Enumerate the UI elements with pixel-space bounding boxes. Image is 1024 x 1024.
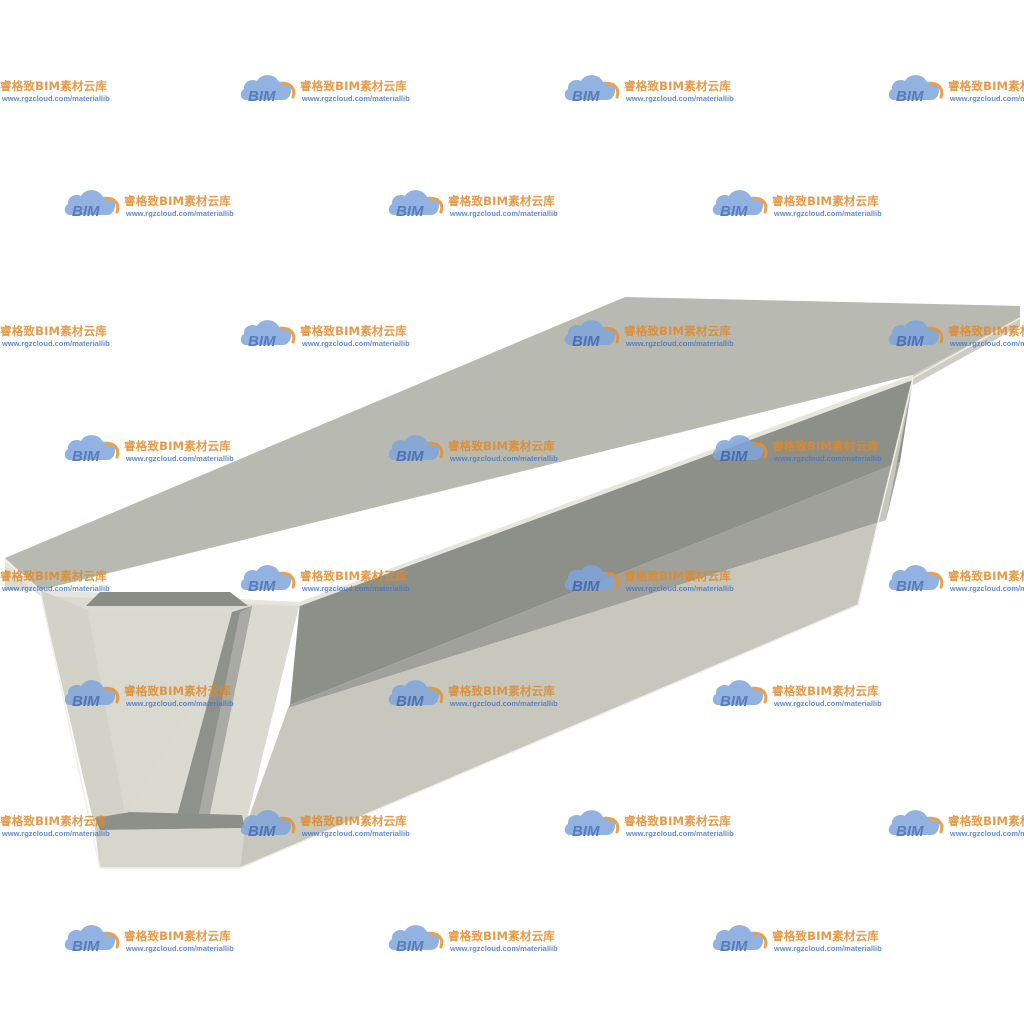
deck-edge-strip — [913, 318, 1020, 385]
section-diagonal-web-face — [198, 606, 252, 818]
section-void-left — [86, 592, 248, 606]
bottom-flange-shadow — [95, 812, 245, 830]
bottom-slab-front — [100, 828, 245, 868]
section-void-left-body — [88, 612, 240, 820]
section-left-web — [40, 590, 130, 868]
deck-top-face — [5, 297, 1020, 590]
outline-lines — [4, 317, 1021, 869]
side-web-face — [240, 380, 913, 868]
